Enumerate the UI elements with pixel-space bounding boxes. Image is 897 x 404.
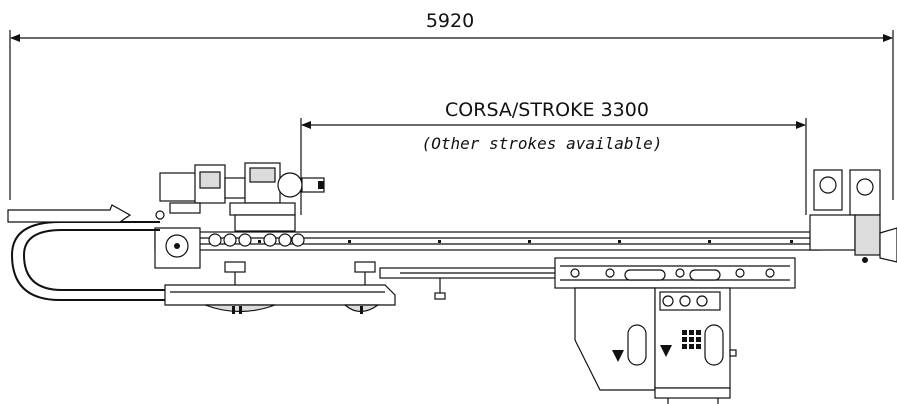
hose-carrier xyxy=(7,204,175,301)
overall-length-dimension: 5920 xyxy=(9,10,894,200)
stroke-note: (Other strokes available) xyxy=(422,134,663,153)
rear-pulley-block xyxy=(154,227,201,269)
lower-carriage-beam xyxy=(164,261,396,314)
feed-beam xyxy=(154,231,821,251)
overall-length-label: 5920 xyxy=(426,10,474,32)
front-drill-guide xyxy=(809,169,897,263)
rotation-base-unit xyxy=(574,287,737,404)
stroke-label: CORSA/STROKE 3300 xyxy=(445,99,649,121)
stroke-dimension: CORSA/STROKE 3300 (Other strokes availab… xyxy=(300,99,807,215)
mounting-slide xyxy=(554,257,796,289)
hydraulic-cylinder xyxy=(379,267,561,300)
rotation-head xyxy=(155,162,325,247)
